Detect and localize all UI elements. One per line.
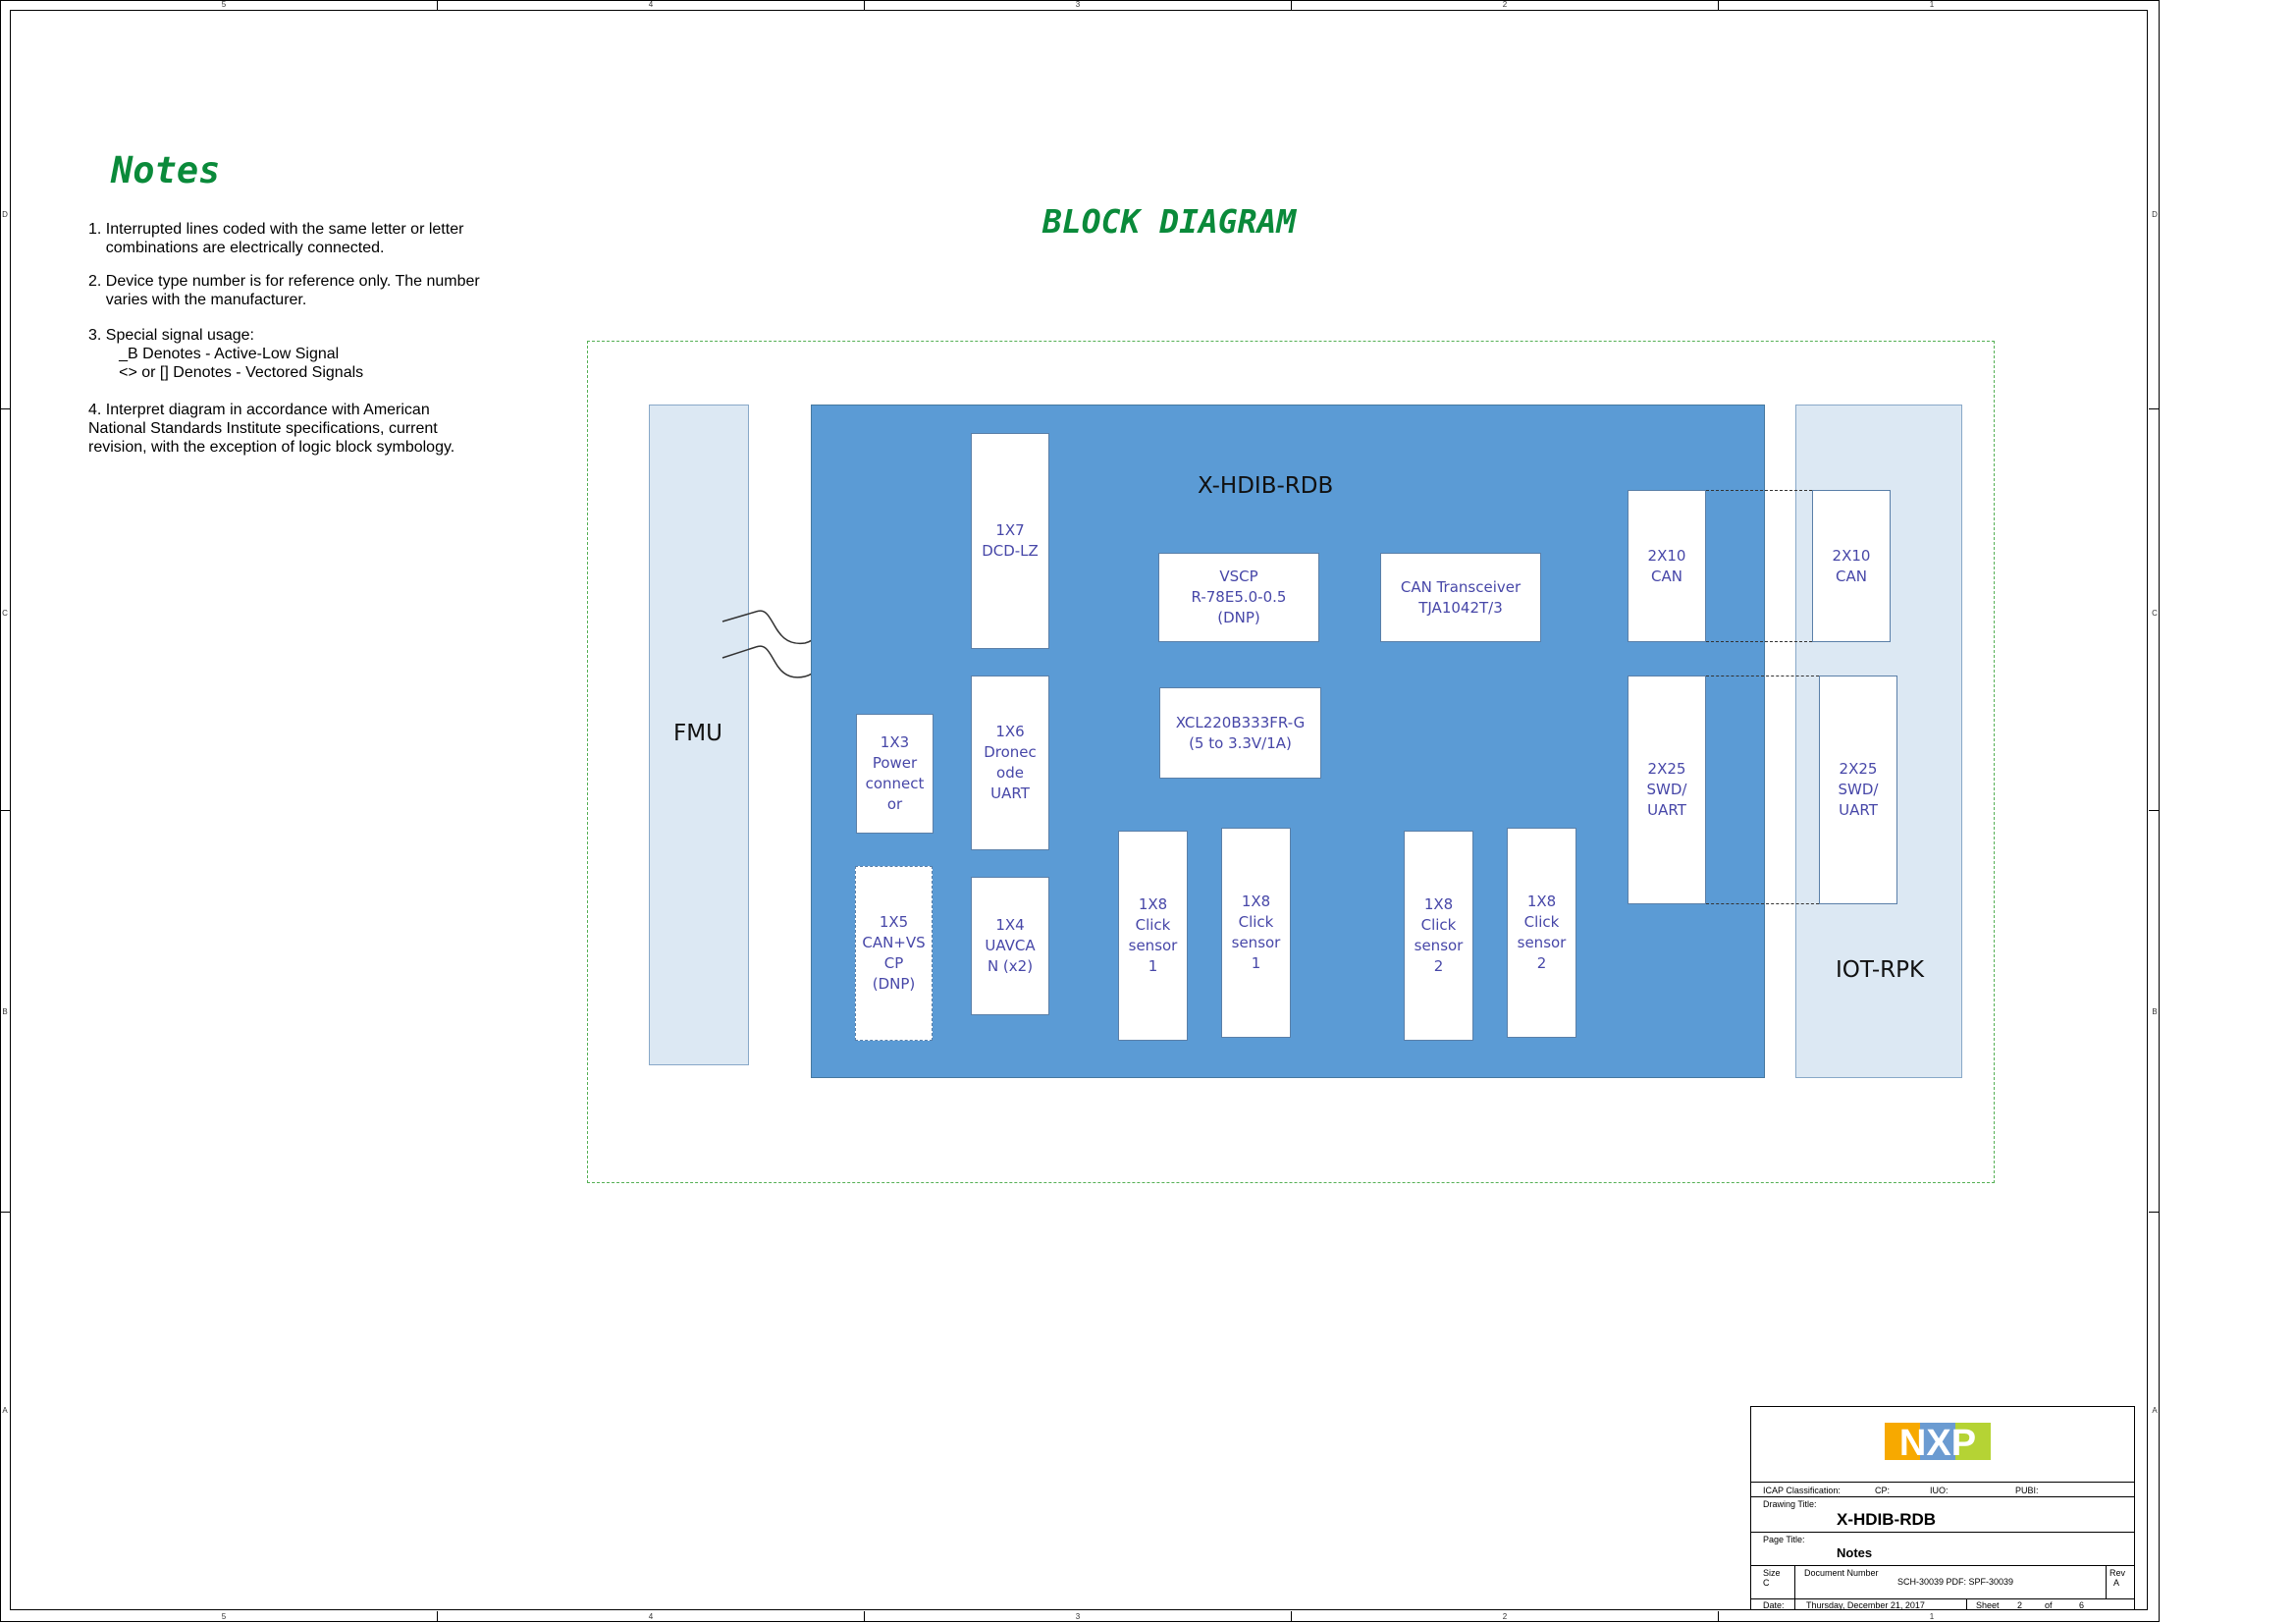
module-1x3-power-connector: 1X3 Power connect or xyxy=(856,714,934,834)
tb-divider xyxy=(1750,1598,2135,1599)
zone-label-right: A xyxy=(2152,1406,2158,1415)
zone-label-right: D xyxy=(2152,210,2158,219)
iot-rpk-label: IOT-RPK xyxy=(1836,957,1925,983)
rev-label: Rev xyxy=(2109,1568,2126,1578)
note-item-1: 1. Interrupted lines coded with the same… xyxy=(88,221,464,256)
zone-tick xyxy=(1718,0,1719,10)
tb-divider xyxy=(1966,1598,1967,1610)
connector-link xyxy=(1706,903,1819,904)
tb-divider xyxy=(1794,1565,1795,1598)
cp-label: CP: xyxy=(1875,1486,1891,1495)
drawing-title-label: Drawing Title: xyxy=(1763,1499,1817,1509)
module-click-sensor-2a: 1X8 Click sensor 2 xyxy=(1404,831,1473,1041)
tb-divider xyxy=(1750,1532,2135,1533)
drawing-title: X-HDIB-RDB xyxy=(1837,1510,1937,1529)
of-label: of xyxy=(2045,1600,2053,1610)
fmu-label: FMU xyxy=(673,721,722,746)
module-can-transceiver: CAN Transceiver TJA1042T/3 xyxy=(1380,553,1541,642)
svg-text:NXP: NXP xyxy=(1899,1423,1976,1464)
module-2x10-can-board: 2X10 CAN xyxy=(1628,490,1706,642)
zone-label-left: A xyxy=(2,1406,8,1415)
module-1x7-dcd-lz: 1X7 DCD-LZ xyxy=(971,433,1049,649)
module-1x5-can-vscp-dnp: 1X5 CAN+VS CP (DNP) xyxy=(855,866,933,1041)
drawing-inner-frame xyxy=(10,10,2148,1610)
zone-tick xyxy=(437,0,438,10)
zone-tick xyxy=(864,0,865,10)
zone-label-top: 1 xyxy=(1929,0,1935,9)
note-item-3: 3. Special signal usage: _B Denotes - Ac… xyxy=(88,327,364,381)
page-title: Notes xyxy=(1837,1545,1873,1560)
date-label: Date: xyxy=(1763,1600,1785,1610)
module-click-sensor-2b: 1X8 Click sensor 2 xyxy=(1507,828,1576,1038)
date-value: Thursday, December 21, 2017 xyxy=(1806,1600,1925,1610)
doc-number-label: Document Number xyxy=(1804,1568,1879,1578)
module-xcl220b333fr-g: XCL220B333FR-G (5 to 3.3V/1A) xyxy=(1159,687,1321,779)
board-label: X-HDIB-RDB xyxy=(1198,473,1334,499)
block-diagram-title: BLOCK DIAGRAM xyxy=(1042,202,1297,241)
diagram-boundary xyxy=(587,341,1995,1183)
fmu-block xyxy=(649,405,749,1065)
zone-tick xyxy=(0,408,10,409)
tb-divider xyxy=(1750,1496,2135,1497)
zone-label-left: B xyxy=(2,1007,8,1016)
page-title-label: Page Title: xyxy=(1763,1535,1805,1544)
zone-label-top: 3 xyxy=(1075,0,1081,9)
sheet-label: Sheet xyxy=(1976,1600,2000,1610)
of-value: 6 xyxy=(2079,1600,2085,1610)
module-2x25-swd-uart-board: 2X25 SWD/ UART xyxy=(1628,676,1706,904)
pubi-label: PUBI: xyxy=(2015,1486,2039,1495)
note-item-2: 2. Device type number is for reference o… xyxy=(88,273,480,308)
zone-tick xyxy=(2149,810,2160,811)
zone-label-left: C xyxy=(2,609,8,618)
module-vscp: VSCP R-78E5.0-0.5 (DNP) xyxy=(1158,553,1319,642)
size-label: Size xyxy=(1763,1568,1781,1578)
zone-label-right: B xyxy=(2152,1007,2158,1016)
zone-label-bottom: 2 xyxy=(1502,1612,1508,1621)
tb-divider xyxy=(1750,1565,2135,1566)
module-1x6-dronecode-uart: 1X6 Dronec ode UART xyxy=(971,676,1049,850)
zone-label-left: D xyxy=(2,210,8,219)
zone-label-top: 2 xyxy=(1502,0,1508,9)
zone-label-bottom: 1 xyxy=(1929,1612,1935,1621)
title-block xyxy=(1750,1406,2135,1610)
zone-tick xyxy=(1291,0,1292,10)
nxp-logo: NXP xyxy=(1885,1423,1991,1464)
zone-label-right: C xyxy=(2152,609,2158,618)
size-value: C xyxy=(1763,1578,1770,1588)
zone-tick xyxy=(1718,1611,1719,1622)
icap-label: ICAP Classification: xyxy=(1763,1486,1841,1495)
module-1x4-uavcan: 1X4 UAVCA N (x2) xyxy=(971,877,1049,1015)
zone-label-top: 4 xyxy=(648,0,654,9)
zone-tick xyxy=(437,1611,438,1622)
zone-tick xyxy=(1291,1611,1292,1622)
zone-label-bottom: 4 xyxy=(648,1612,654,1621)
zone-tick xyxy=(2149,408,2160,409)
iuo-label: IUO: xyxy=(1930,1486,1949,1495)
zone-tick xyxy=(864,1611,865,1622)
tb-divider xyxy=(2106,1565,2107,1598)
tb-divider xyxy=(1794,1598,1795,1610)
module-click-sensor-1a: 1X8 Click sensor 1 xyxy=(1118,831,1188,1041)
zone-label-top: 5 xyxy=(221,0,227,9)
rev-value: A xyxy=(2113,1578,2120,1588)
note-item-4: 4. Interpret diagram in accordance with … xyxy=(88,402,455,456)
zone-tick xyxy=(0,810,10,811)
notes-title: Notes xyxy=(111,149,221,191)
module-click-sensor-1b: 1X8 Click sensor 1 xyxy=(1221,828,1291,1038)
zone-tick xyxy=(0,1212,10,1213)
zone-label-bottom: 5 xyxy=(221,1612,227,1621)
module-2x25-swd-uart-iot: 2X25 SWD/ UART xyxy=(1819,676,1897,904)
drawing-outer-frame xyxy=(0,0,2160,1622)
zone-tick xyxy=(2149,1212,2160,1213)
sheet-value: 2 xyxy=(2017,1600,2023,1610)
zone-label-bottom: 3 xyxy=(1075,1612,1081,1621)
module-2x10-can-iot: 2X10 CAN xyxy=(1812,490,1891,642)
tb-divider xyxy=(1750,1482,2135,1483)
connector-link xyxy=(1706,490,1812,491)
doc-number: SCH-30039 PDF: SPF-30039 xyxy=(1897,1577,2014,1587)
connector-link xyxy=(1706,641,1812,642)
